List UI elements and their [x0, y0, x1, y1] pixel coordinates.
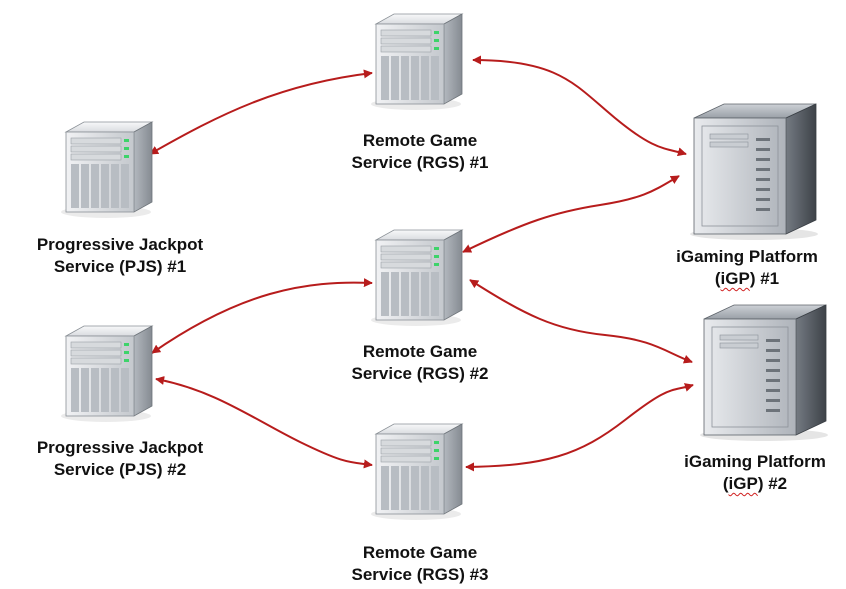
node-label-line2-pre: (	[714, 269, 721, 288]
connector-rgs3-igp2	[465, 383, 694, 472]
node-label-line2-acronym: iGP	[720, 269, 750, 288]
node-label-line2-post: ) #1	[749, 269, 780, 288]
node-label-line1: iGaming Platform	[684, 452, 826, 471]
node-label-line2-pre: (	[722, 474, 729, 493]
server-tower-icon	[371, 423, 464, 520]
node-label-pjs1: Progressive Jackpot Service (PJS) #1	[0, 234, 240, 278]
node-label-line2: Service (PJS) #2	[53, 460, 187, 479]
node-label-line2: Service (RGS) #1	[351, 153, 489, 172]
platform-server-icon	[700, 304, 828, 441]
connector-rgs1-igp1	[472, 55, 687, 157]
connector-rgs1-pjs1	[149, 69, 373, 155]
node-label-igp2: iGaming Platform (iGP) #2	[664, 451, 846, 495]
node-label-line1: Progressive Jackpot	[36, 235, 204, 254]
connector-rgs2-igp1	[462, 175, 680, 253]
node-label-line2: (iGP) #2	[664, 473, 846, 495]
node-label-line1: Remote Game	[362, 131, 478, 150]
node-label-rgs2: Remote Game Service (RGS) #2	[335, 341, 505, 385]
connector-rgs2-pjs1	[151, 278, 373, 354]
node-label-line2: Service (RGS) #3	[351, 565, 489, 584]
node-label-line2: Service (PJS) #1	[53, 257, 187, 276]
server-tower-icon	[371, 229, 464, 326]
node-label-line1: Progressive Jackpot	[36, 438, 204, 457]
server-tower-icon	[371, 13, 464, 110]
node-label-line1: Remote Game	[362, 342, 478, 361]
node-label-line2-post: ) #2	[757, 474, 788, 493]
server-tower-icon	[61, 121, 154, 218]
connector-group	[149, 55, 694, 472]
node-label-line1: iGaming Platform	[676, 247, 818, 266]
connector-rgs2-igp2	[469, 279, 693, 364]
connector-pjs2-rgs3	[155, 376, 373, 469]
platform-server-icon	[690, 103, 818, 240]
node-label-line2-acronym: iGP	[728, 474, 758, 493]
server-tower-icon	[61, 325, 154, 422]
node-label-pjs2: Progressive Jackpot Service (PJS) #2	[0, 437, 240, 481]
node-label-line2: Service (RGS) #2	[351, 364, 489, 383]
node-label-rgs1: Remote Game Service (RGS) #1	[335, 130, 505, 174]
node-label-line2: (iGP) #1	[654, 268, 840, 290]
node-label-igp1: iGaming Platform (iGP) #1	[654, 246, 840, 290]
node-label-line1: Remote Game	[362, 543, 478, 562]
node-label-rgs3: Remote Game Service (RGS) #3	[335, 542, 505, 586]
